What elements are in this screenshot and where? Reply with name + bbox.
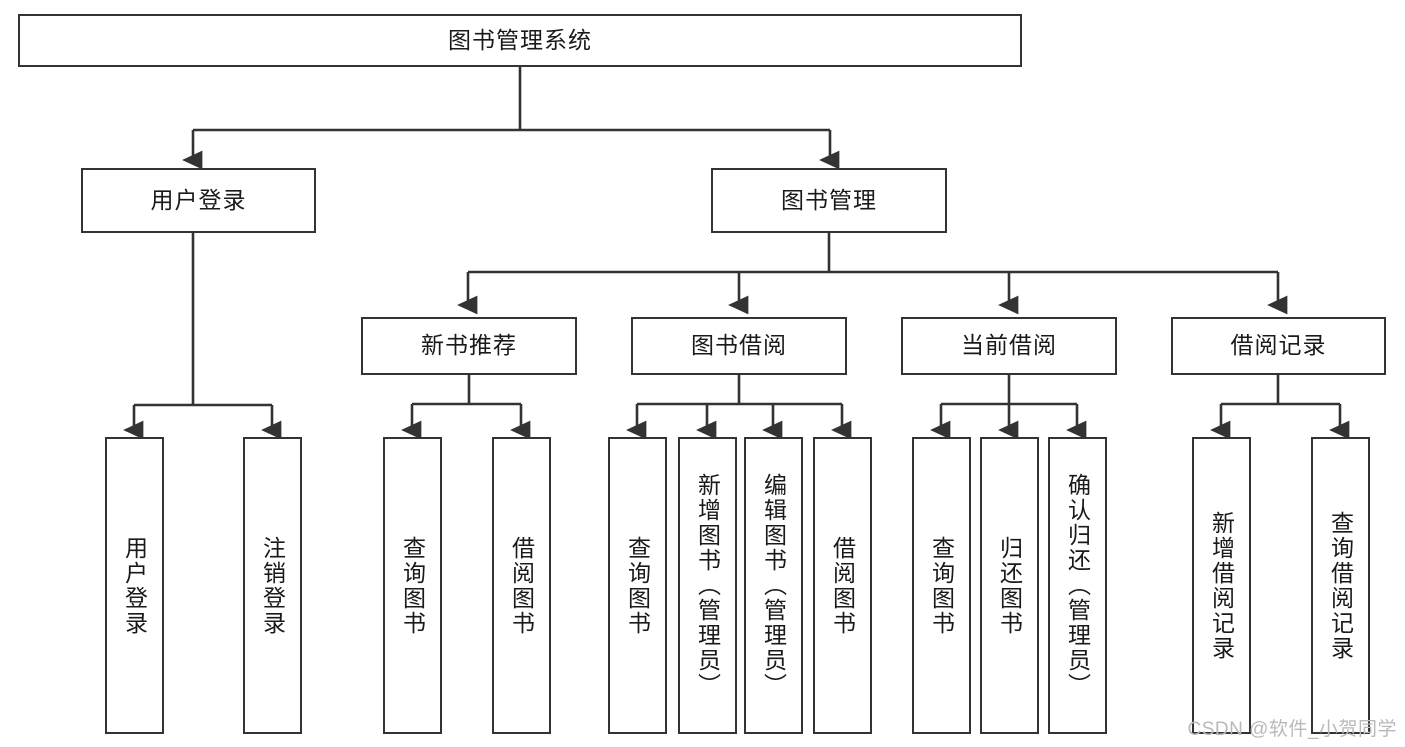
- node-label: 归还图书: [996, 535, 1023, 636]
- leaf-current-query-book[interactable]: 查询图书: [912, 437, 971, 734]
- node-label: 编辑图书（管理员）: [760, 473, 787, 698]
- node-label: 用户登录: [150, 186, 247, 213]
- node-label: 查询图书: [928, 535, 955, 636]
- leaf-borrow-query-book[interactable]: 查询图书: [608, 437, 667, 734]
- node-label: 新增借阅记录: [1208, 510, 1235, 661]
- leaf-current-confirm-return-admin[interactable]: 确认归还（管理员）: [1048, 437, 1107, 734]
- node-label: 当前借阅: [961, 332, 1057, 359]
- node-label: 借阅图书: [508, 535, 535, 636]
- node-label: 新增图书（管理员）: [694, 473, 721, 698]
- leaf-user-login-logout[interactable]: 注销登录: [243, 437, 302, 734]
- leaf-recommend-query-book[interactable]: 查询图书: [383, 437, 442, 734]
- leaf-borrow-borrow-book[interactable]: 借阅图书: [813, 437, 872, 734]
- node-label: 查询借阅记录: [1327, 510, 1354, 661]
- node-label: 图书借阅: [691, 332, 787, 359]
- node-label: 借阅图书: [829, 535, 856, 636]
- leaf-borrow-edit-book-admin[interactable]: 编辑图书（管理员）: [744, 437, 803, 734]
- node-book-management[interactable]: 图书管理: [711, 168, 947, 233]
- node-current-borrow[interactable]: 当前借阅: [901, 317, 1117, 375]
- leaf-current-return-book[interactable]: 归还图书: [980, 437, 1039, 734]
- node-label: 图书管理系统: [448, 26, 592, 53]
- leaf-borrow-add-book-admin[interactable]: 新增图书（管理员）: [678, 437, 737, 734]
- node-label: 图书管理: [781, 186, 877, 213]
- node-user-login[interactable]: 用户登录: [81, 168, 316, 233]
- watermark-text: CSDN @软件_小贺同学: [1187, 719, 1397, 740]
- node-label: 查询图书: [624, 535, 651, 636]
- leaf-user-login-login[interactable]: 用户登录: [105, 437, 164, 734]
- node-borrow-record[interactable]: 借阅记录: [1171, 317, 1386, 375]
- leaf-record-query-record[interactable]: 查询借阅记录: [1311, 437, 1370, 734]
- node-label: 注销登录: [259, 535, 286, 636]
- node-label: 新书推荐: [421, 332, 517, 359]
- node-label: 用户登录: [121, 535, 148, 636]
- node-label: 确认归还（管理员）: [1064, 473, 1091, 698]
- node-new-book-recommend[interactable]: 新书推荐: [361, 317, 577, 375]
- node-label: 查询图书: [399, 535, 426, 636]
- leaf-recommend-borrow-book[interactable]: 借阅图书: [492, 437, 551, 734]
- node-label: 借阅记录: [1230, 332, 1327, 359]
- leaf-record-add-record[interactable]: 新增借阅记录: [1192, 437, 1251, 734]
- node-root-system[interactable]: 图书管理系统: [18, 14, 1022, 67]
- node-book-borrow[interactable]: 图书借阅: [631, 317, 847, 375]
